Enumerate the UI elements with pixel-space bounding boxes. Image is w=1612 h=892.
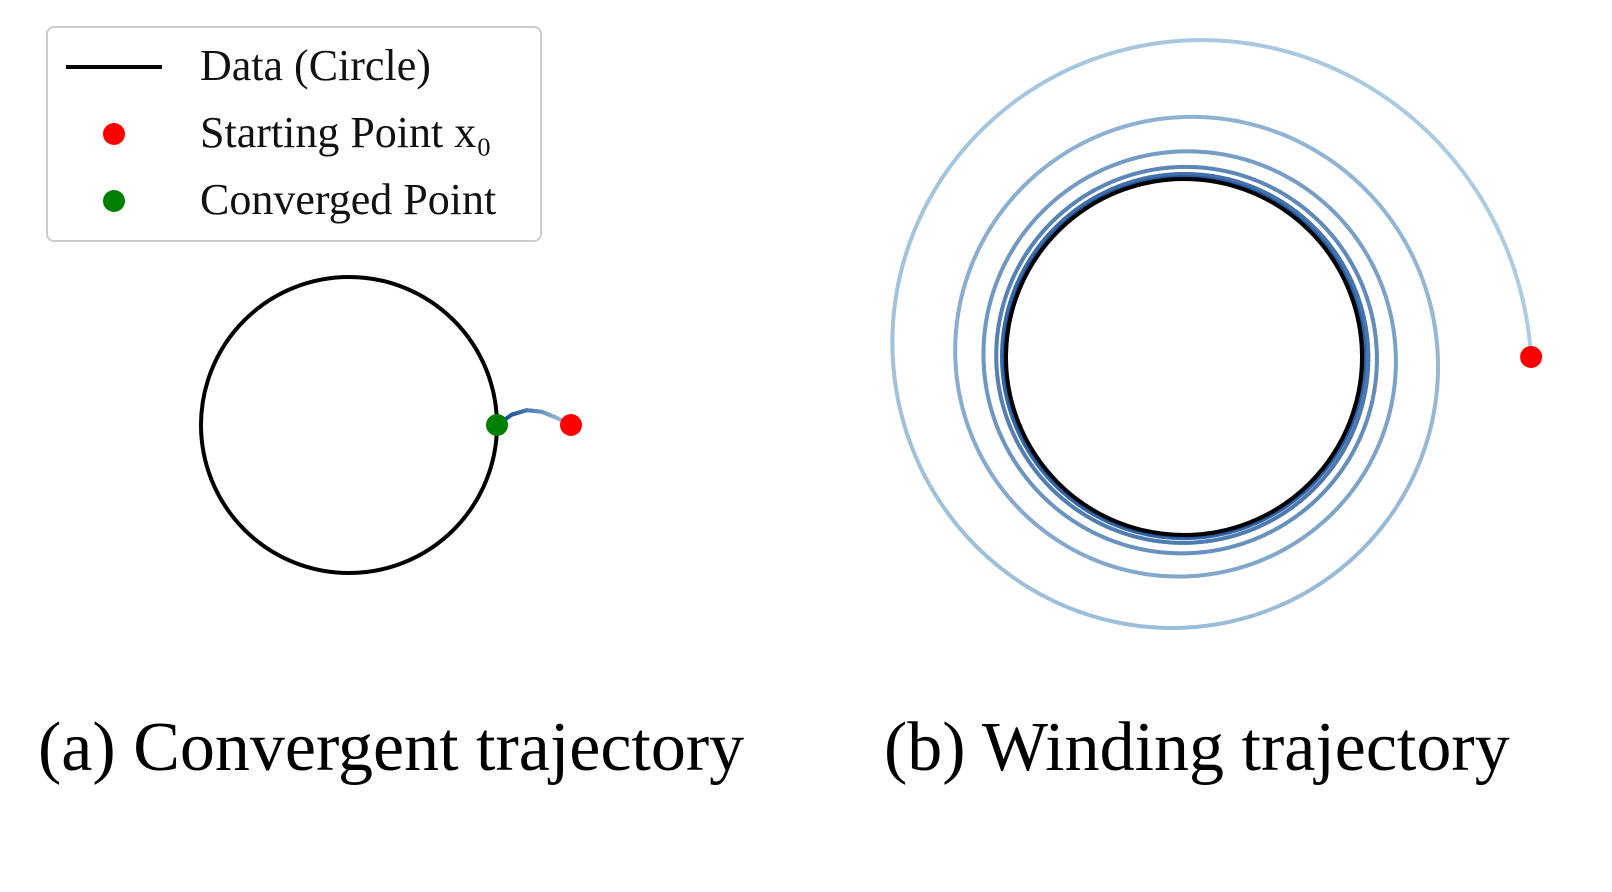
panel-a-caption: (a) Convergent trajectory <box>38 709 745 786</box>
panel-b-caption: (b) Winding trajectory <box>884 709 1510 786</box>
panel-a-starting-point <box>560 414 582 436</box>
legend-red-dot-swatch <box>103 123 125 145</box>
panel-b-starting-point <box>1520 346 1543 368</box>
legend: Data (Circle) Starting Point x₀ Converge… <box>46 26 542 242</box>
legend-line-swatch <box>66 65 162 69</box>
legend-item-starting-point: Starting Point x₀ <box>48 103 540 163</box>
legend-label-converged-point: Converged Point <box>200 175 497 224</box>
panel-b-winding-trajectory <box>890 38 1543 630</box>
legend-label-starting-point: Starting Point x₀ <box>200 108 492 157</box>
panel-a-convergent-trajectory <box>199 275 582 575</box>
panel-b-data-circle <box>1004 177 1364 537</box>
panel-a-converged-point <box>486 414 508 436</box>
legend-item-data-circle: Data (Circle) <box>48 36 540 96</box>
legend-label-data-circle: Data (Circle) <box>200 41 431 90</box>
panel-a-trajectory <box>495 408 573 427</box>
panel-b-trajectory <box>890 38 1534 630</box>
panel-a-data-circle <box>199 275 499 575</box>
legend-item-converged-point: Converged Point <box>48 170 540 230</box>
legend-green-dot-swatch <box>103 190 125 212</box>
